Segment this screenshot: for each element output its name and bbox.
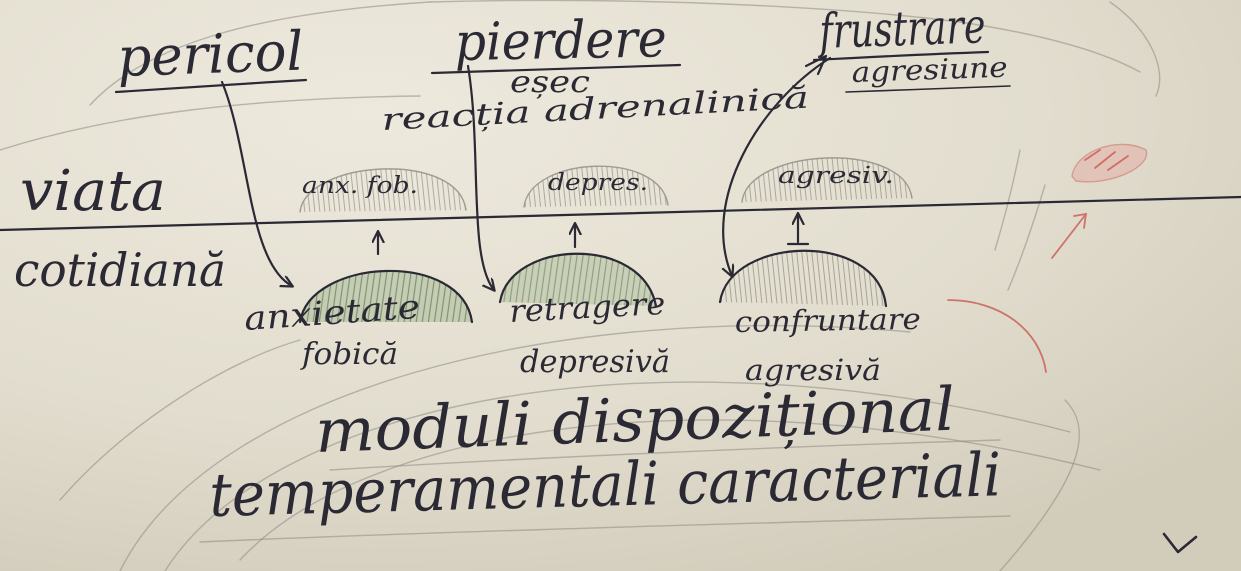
response-line2: fobică [300, 337, 398, 372]
trigger-sublabel: agresiune [851, 51, 1008, 89]
response-line2: depresivă [520, 344, 670, 380]
dome-label: agresiv. [778, 163, 894, 189]
trigger-label: frustrare [816, 0, 986, 60]
axis-label-lower: cotidiană [14, 243, 226, 297]
trigger-label: pericol [116, 20, 304, 89]
response-line1: confruntare [735, 302, 922, 339]
dome-label: anx. fob. [302, 173, 418, 199]
axis-label-upper: viata [20, 159, 166, 224]
trigger-label: pierdere [454, 9, 667, 73]
dome-label: depres. [548, 170, 648, 196]
